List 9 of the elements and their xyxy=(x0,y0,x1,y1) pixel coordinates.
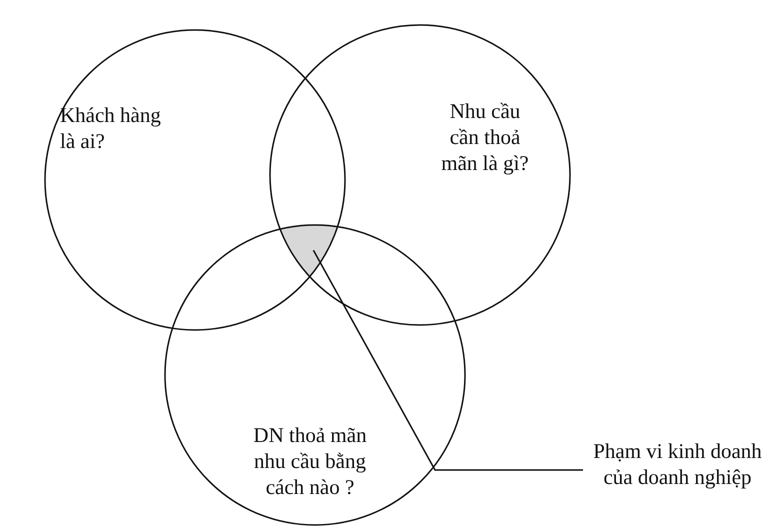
circle-label: DN thoả mãn nhu cầu bằng cách nào ? xyxy=(252,422,368,500)
venn-circle xyxy=(164,224,466,526)
circle-label: Nhu cầu cần thoả mãn là gì? xyxy=(440,98,530,176)
venn-circle xyxy=(44,29,346,331)
shaded-intersection xyxy=(280,225,338,276)
venn-circle xyxy=(269,24,571,326)
leader-line xyxy=(312,250,583,471)
circle-label: Khách hàng là ai? xyxy=(60,102,162,154)
callout-text: Phạm vi kinh doanh của doanh nghiệp xyxy=(585,438,770,490)
